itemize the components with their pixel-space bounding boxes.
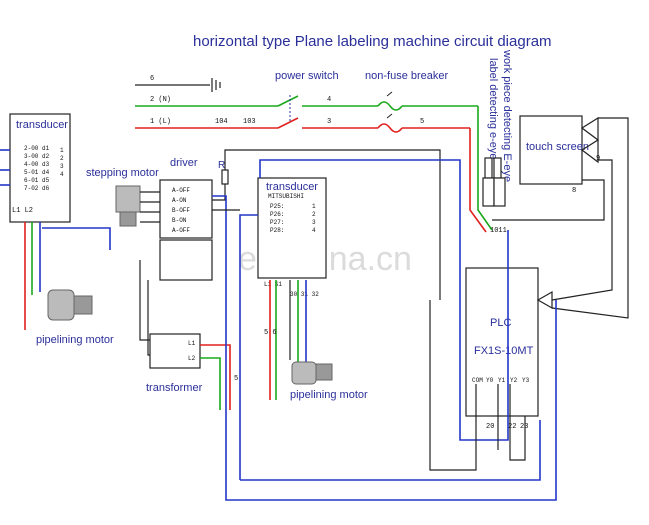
svg-text:Y3: Y3 bbox=[522, 377, 530, 384]
svg-text:5-01 d4: 5-01 d4 bbox=[24, 169, 50, 176]
svg-text:2: 2 bbox=[60, 155, 64, 162]
diagram-title: horizontal type Plane labeling machine c… bbox=[193, 33, 552, 50]
svg-text:4: 4 bbox=[60, 171, 64, 178]
svg-text:1: 1 bbox=[312, 203, 316, 210]
transducer-left-label: transducer bbox=[16, 119, 68, 131]
svg-text:P28:: P28: bbox=[270, 227, 284, 234]
transformer-5: 5 bbox=[234, 375, 238, 383]
transducer-left-terminals: 2-00 d1 3-00 d2 4-00 d3 5-01 d4 6-01 d5 … bbox=[24, 145, 64, 192]
transducer-left bbox=[9, 113, 71, 223]
pipelining-motor-left-label: pipelining motor bbox=[36, 334, 114, 346]
transducer-mid-bottom: 30 31 32 bbox=[290, 291, 319, 298]
svg-text:P25:: P25: bbox=[270, 203, 284, 210]
e-eye-sensors bbox=[482, 157, 506, 207]
svg-text:P27:: P27: bbox=[270, 219, 284, 226]
wire-label-103: 103 bbox=[243, 118, 256, 126]
transducer-mid-brand: MITSUBISHI bbox=[268, 193, 304, 200]
transducer-mid-56: 5 6 bbox=[264, 329, 277, 337]
svg-text:P26:: P26: bbox=[270, 211, 284, 218]
plc-num-22: 22 bbox=[508, 423, 516, 431]
resistor bbox=[221, 169, 229, 185]
plc-terminals: COM Y0 Y1 Y2 Y3 bbox=[472, 377, 530, 384]
power-switch-label: power switch bbox=[275, 70, 339, 82]
driver-label: driver bbox=[170, 157, 198, 169]
transducer-mid-terminals: P25: P26: P27: P28: 1 2 3 4 bbox=[270, 203, 316, 234]
wire-label-l: 1 (L) bbox=[150, 118, 171, 126]
svg-text:A-OFF: A-OFF bbox=[172, 187, 190, 194]
plc-label: PLC bbox=[490, 317, 511, 329]
svg-text:4-00 d3: 4-00 d3 bbox=[24, 161, 50, 168]
transformer-out: L2 bbox=[188, 355, 196, 362]
svg-text:Y0: Y0 bbox=[486, 377, 494, 384]
pipelining-motor-left bbox=[47, 289, 93, 321]
pipelining-motor-mid bbox=[291, 361, 333, 385]
resistor-label: R bbox=[218, 160, 225, 171]
driver-box bbox=[159, 179, 213, 239]
svg-text:Y2: Y2 bbox=[510, 377, 518, 384]
transformer-in: L1 bbox=[188, 340, 196, 347]
driver-terminals: A-OFF A-ON B-OFF B-ON A-OFF bbox=[172, 187, 190, 234]
touch-screen-label: touch screen bbox=[526, 141, 589, 153]
wire-label-ground: 6 bbox=[150, 75, 154, 83]
svg-text:4: 4 bbox=[312, 227, 316, 234]
transducer-mid-bottom2: L1 S1 bbox=[264, 281, 282, 288]
transformer bbox=[149, 333, 201, 369]
stepping-motor-label: stepping motor bbox=[86, 167, 159, 179]
transducer-mid bbox=[257, 177, 327, 279]
supply-lines bbox=[135, 78, 493, 233]
driver-lower bbox=[159, 239, 213, 281]
eye-terminal-nums: 1011 bbox=[490, 227, 507, 235]
eye-label: work piece detecting E-eye bbox=[501, 49, 513, 182]
svg-text:B-ON: B-ON bbox=[172, 217, 187, 224]
svg-text:3-00 d2: 3-00 d2 bbox=[24, 153, 50, 160]
touch-screen bbox=[519, 115, 583, 185]
svg-text:1: 1 bbox=[60, 147, 64, 154]
transducer-left-bottom: L1 L2 bbox=[12, 207, 33, 215]
svg-text:6-01 d5: 6-01 d5 bbox=[24, 177, 50, 184]
plc-num-23: 23 bbox=[520, 423, 528, 431]
wire-label-5: 5 bbox=[420, 118, 424, 126]
stepping-motor bbox=[115, 185, 141, 227]
breaker-label: non-fuse breaker bbox=[365, 70, 448, 82]
svg-text:COM: COM bbox=[472, 377, 483, 384]
svg-text:3: 3 bbox=[312, 219, 316, 226]
svg-text:Y1: Y1 bbox=[498, 377, 506, 384]
wire-label-3: 3 bbox=[327, 118, 331, 126]
plc bbox=[465, 267, 539, 417]
pipelining-motor-mid-label: pipelining motor bbox=[290, 389, 368, 401]
svg-text:3: 3 bbox=[60, 163, 64, 170]
svg-text:2-00 d1: 2-00 d1 bbox=[24, 145, 50, 152]
touch-pin-9: 9 bbox=[596, 155, 600, 163]
transducer-mid-label: transducer bbox=[266, 181, 318, 193]
wire-label-n: 2 (N) bbox=[150, 96, 171, 104]
svg-text:A-ON: A-ON bbox=[172, 197, 187, 204]
transformer-label: transformer bbox=[146, 382, 203, 394]
wire-label-104: 104 bbox=[215, 118, 228, 126]
touch-pin-8: 8 bbox=[572, 187, 576, 195]
eye-label-2: label detecting e-eye bbox=[487, 58, 499, 160]
wire-label-4: 4 bbox=[327, 96, 331, 104]
plc-num-20: 20 bbox=[486, 423, 494, 431]
plc-model: FX1S-10MT bbox=[474, 345, 534, 357]
svg-text:A-OFF: A-OFF bbox=[172, 227, 190, 234]
svg-text:2: 2 bbox=[312, 211, 316, 218]
svg-text:B-OFF: B-OFF bbox=[172, 207, 190, 214]
svg-text:7-02 d6: 7-02 d6 bbox=[24, 185, 50, 192]
